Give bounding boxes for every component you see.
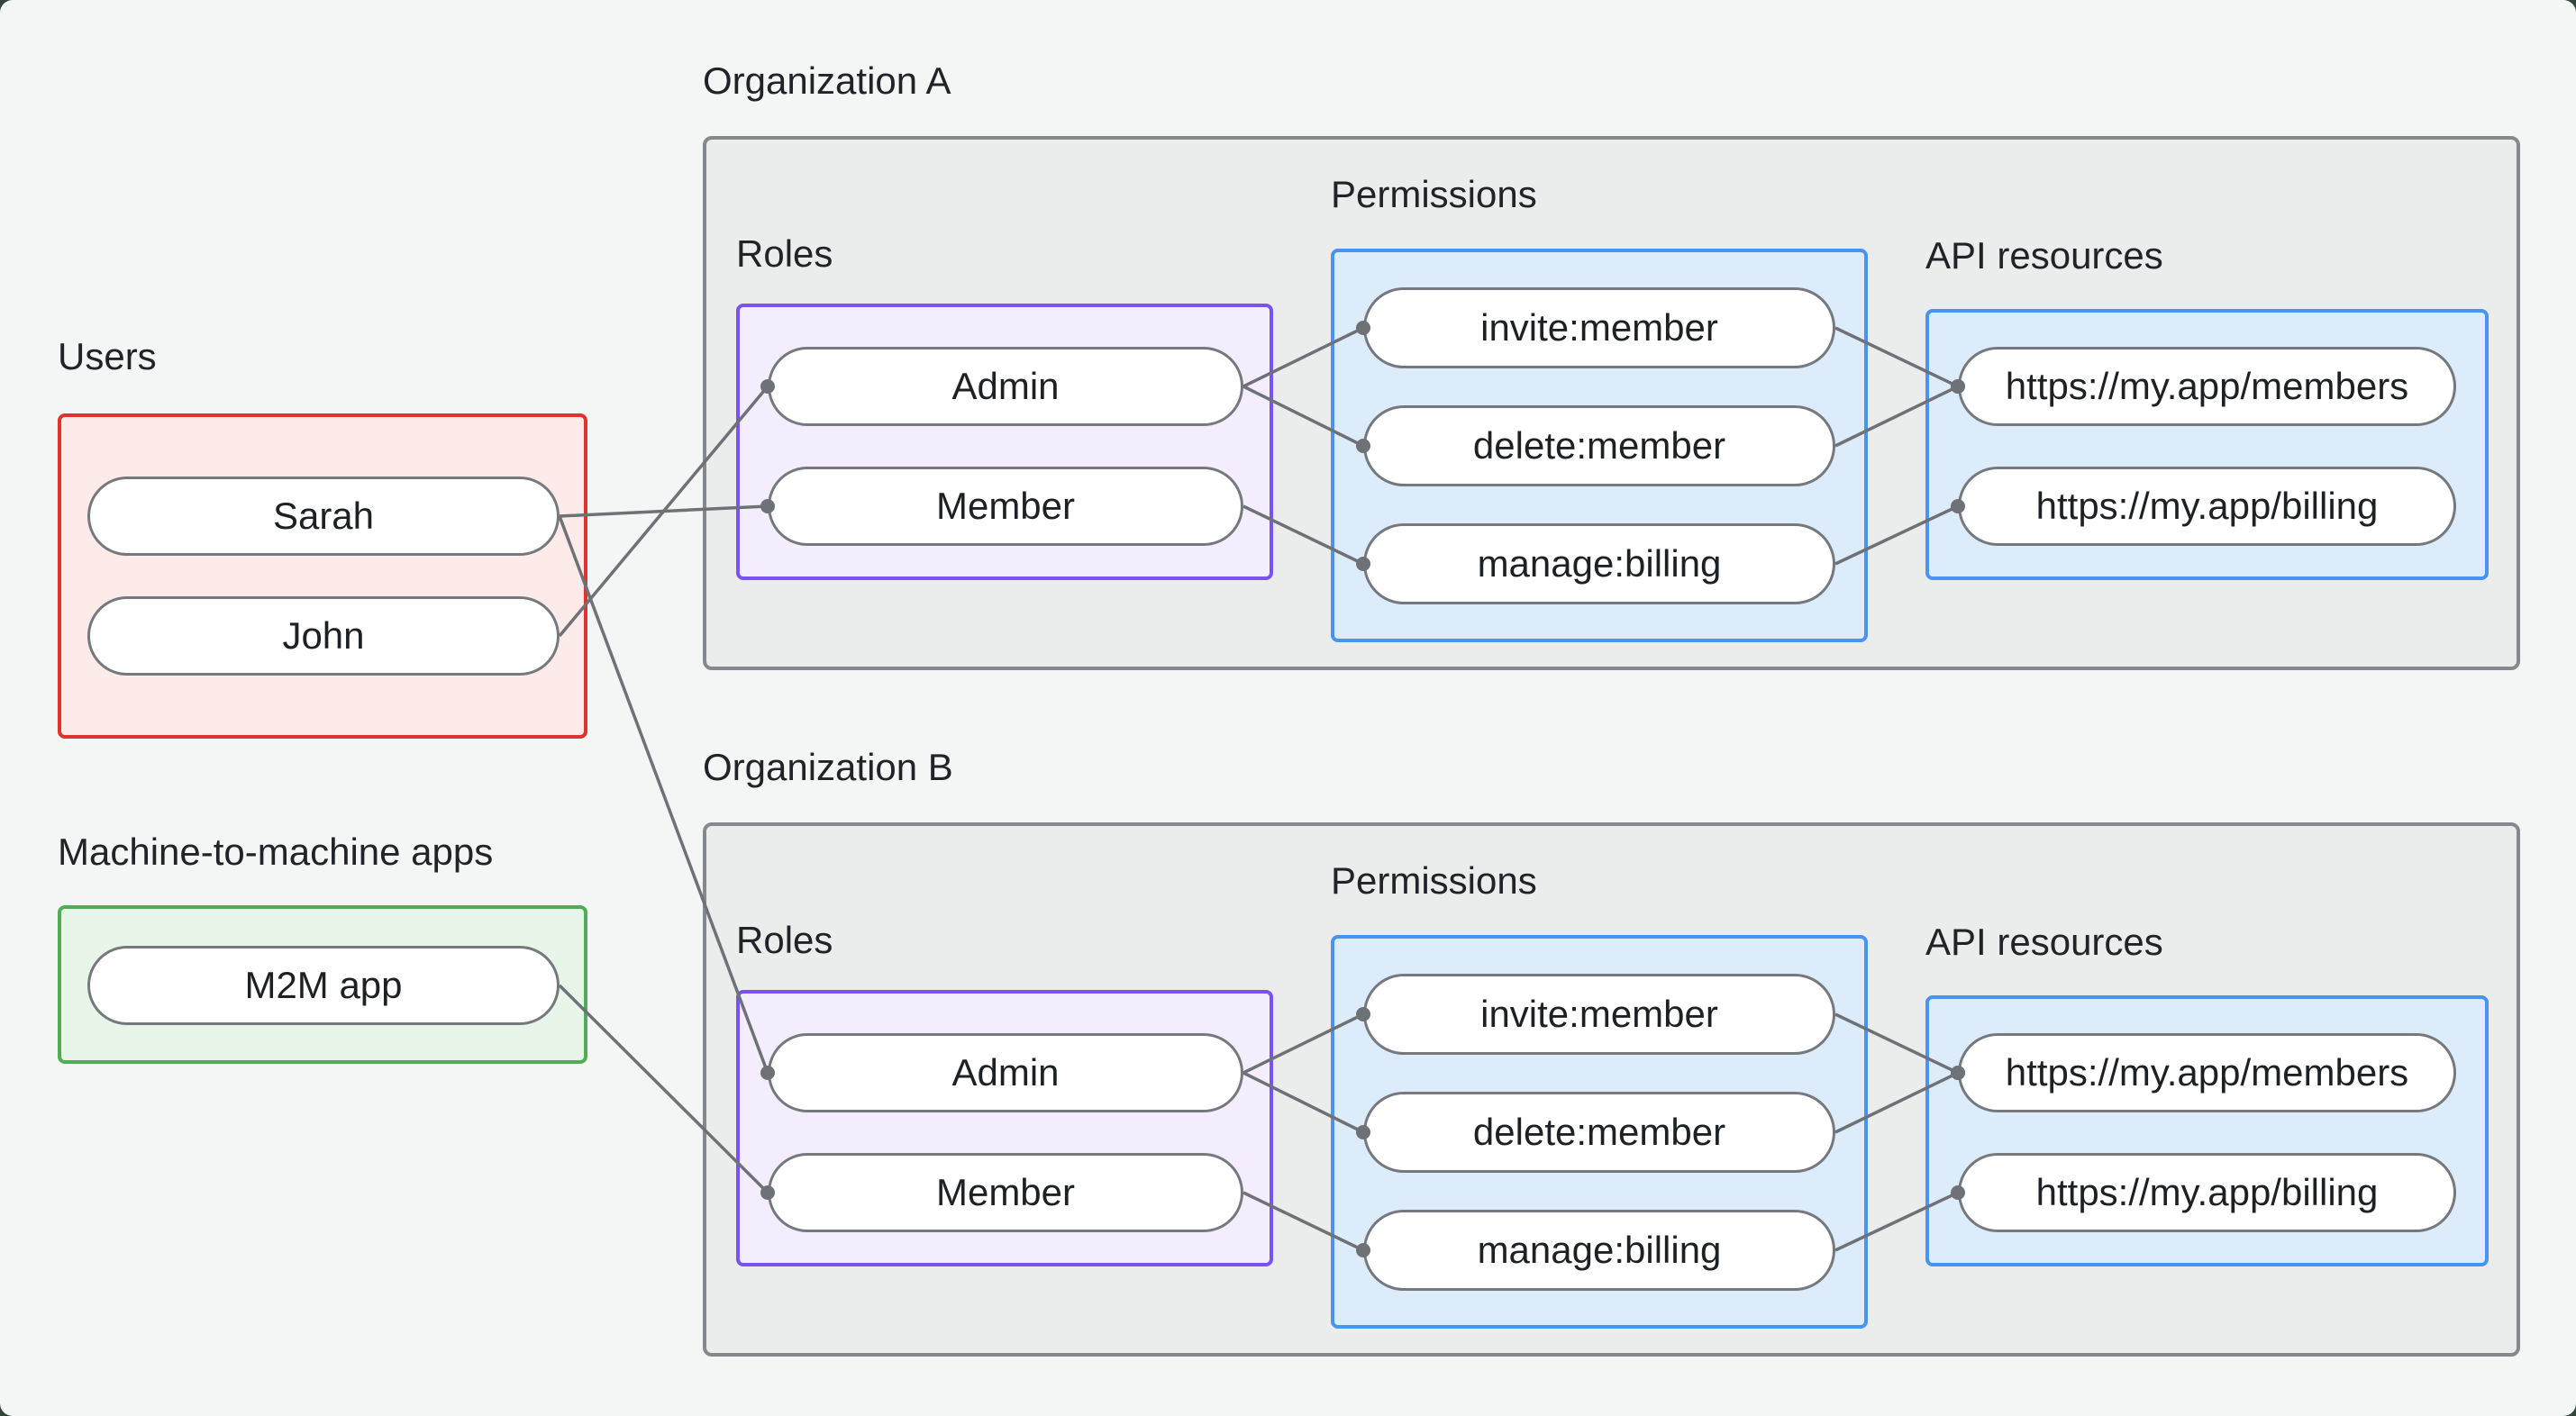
- m2m-app-node: M2M app: [87, 946, 560, 1025]
- users-group-label: Users: [58, 335, 157, 377]
- user-node-label: Sarah: [272, 495, 375, 537]
- permission-node-manage-billing: manage:billing: [1363, 523, 1835, 604]
- m2m-group-box: M2M app: [58, 905, 587, 1064]
- role-node-admin: Admin: [768, 347, 1243, 426]
- role-node-label: Member: [935, 485, 1076, 527]
- roles-group-box: Admin Member: [736, 304, 1273, 580]
- permissions-group-box: invite:member delete:member manage:billi…: [1331, 249, 1868, 642]
- api-resources-group-box: https://my.app/members https://my.app/bi…: [1925, 995, 2489, 1266]
- permissions-label: Permissions: [1331, 859, 1537, 902]
- m2m-group-label: Machine-to-machine apps: [58, 831, 494, 873]
- permission-node-label: delete:member: [1472, 1111, 1726, 1153]
- role-node-label: Admin: [951, 1051, 1060, 1094]
- permission-node-label: invite:member: [1480, 993, 1718, 1035]
- permission-node-invite-member: invite:member: [1363, 974, 1835, 1055]
- roles-label: Roles: [736, 232, 833, 275]
- role-node-label: Admin: [951, 365, 1060, 407]
- role-node-member: Member: [768, 1153, 1243, 1232]
- roles-label: Roles: [736, 919, 833, 961]
- m2m-node-label: M2M app: [244, 964, 403, 1006]
- permission-node-label: invite:member: [1480, 306, 1718, 349]
- permissions-label: Permissions: [1331, 173, 1537, 215]
- api-resource-node-label: https://my.app/members: [2005, 365, 2409, 407]
- permission-node-label: manage:billing: [1477, 1229, 1722, 1271]
- organization-a-title: Organization A: [703, 59, 951, 102]
- users-group-box: Sarah John: [58, 413, 587, 739]
- permission-node-manage-billing: manage:billing: [1363, 1210, 1835, 1291]
- permission-node-invite-member: invite:member: [1363, 287, 1835, 368]
- user-node-label: John: [282, 614, 365, 657]
- organization-b-box: Roles Admin Member Permissions invite:me…: [703, 822, 2520, 1357]
- api-resources-group-box: https://my.app/members https://my.app/bi…: [1925, 309, 2489, 580]
- api-resource-node-members: https://my.app/members: [1958, 1033, 2456, 1112]
- permission-node-label: manage:billing: [1477, 542, 1722, 585]
- permission-node-delete-member: delete:member: [1363, 1092, 1835, 1173]
- api-resources-label: API resources: [1925, 234, 2163, 277]
- api-resource-node-label: https://my.app/billing: [2035, 485, 2379, 527]
- user-node-john: John: [87, 596, 560, 676]
- role-node-admin: Admin: [768, 1033, 1243, 1112]
- permissions-group-box: invite:member delete:member manage:billi…: [1331, 935, 1868, 1329]
- api-resource-node-billing: https://my.app/billing: [1958, 467, 2456, 546]
- organization-b-section: Organization B Roles Admin Member Permis…: [703, 746, 2520, 1358]
- api-resource-node-label: https://my.app/members: [2005, 1051, 2409, 1094]
- organization-b-title: Organization B: [703, 746, 953, 788]
- role-node-label: Member: [935, 1171, 1076, 1213]
- permission-node-label: delete:member: [1472, 424, 1726, 467]
- api-resource-node-billing: https://my.app/billing: [1958, 1153, 2456, 1232]
- api-resource-node-members: https://my.app/members: [1958, 347, 2456, 426]
- permission-node-delete-member: delete:member: [1363, 405, 1835, 486]
- api-resources-label: API resources: [1925, 921, 2163, 963]
- role-node-member: Member: [768, 467, 1243, 546]
- roles-group-box: Admin Member: [736, 990, 1273, 1266]
- organization-a-section: Organization A Roles Admin Member Permis…: [703, 59, 2520, 672]
- api-resource-node-label: https://my.app/billing: [2035, 1171, 2379, 1213]
- organization-a-box: Roles Admin Member Permissions invite:me…: [703, 136, 2520, 670]
- user-node-sarah: Sarah: [87, 477, 560, 556]
